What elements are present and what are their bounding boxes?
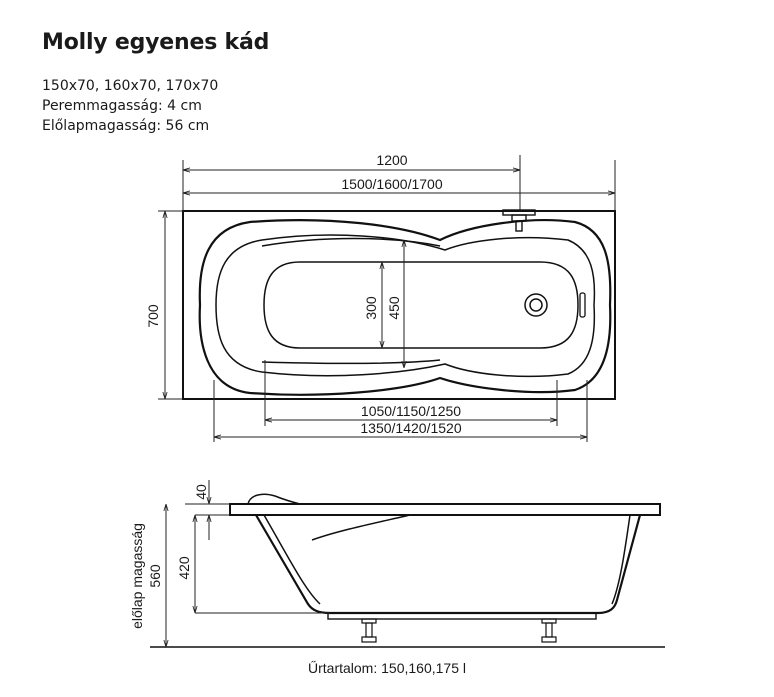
dim-label-total-length: 1500/1600/1700 [341, 176, 442, 192]
side-leg-left [361, 618, 377, 643]
dim-label-basin-length: 1350/1420/1520 [360, 420, 461, 436]
page-title: Molly egyenes kád [42, 30, 270, 55]
panel-height-label: előlap magasság [129, 523, 145, 629]
backrest-line [261, 237, 441, 247]
tub-outer-rim [182, 210, 616, 400]
drain-icon [524, 293, 548, 317]
dim-label-1200: 1200 [376, 152, 407, 168]
tub-basin-middle-outline [215, 234, 596, 378]
volume-footer: Űrtartalom: 150,160,175 l [308, 660, 466, 676]
spec-rim-height: Peremmagasság: 4 cm [42, 98, 202, 114]
dim-label-40: 40 [193, 484, 209, 500]
dim-label-300: 300 [363, 296, 379, 320]
dim-label-700: 700 [145, 304, 161, 328]
faucet-icon [502, 209, 536, 232]
dim-label-450: 450 [386, 296, 402, 320]
dim-label-420: 420 [176, 556, 192, 580]
side-base-frame [327, 612, 597, 620]
dim-label-inner-length: 1050/1150/1250 [361, 403, 461, 419]
top-view: 1200 1500/1600/1700 700 300 [145, 152, 616, 442]
side-inner-line-right [611, 514, 631, 605]
side-leg-right [541, 618, 557, 643]
spec-panel-height: Előlapmagasság: 56 cm [42, 118, 210, 134]
side-view: 40 420 560 előlap magasság [129, 480, 665, 648]
dim-label-560: 560 [147, 564, 163, 588]
side-rim [229, 503, 661, 516]
overflow-icon [579, 292, 586, 318]
side-tub-body [255, 514, 642, 615]
backrest-line-lower [261, 359, 441, 365]
side-inner-line [263, 514, 321, 605]
tub-basin-floor-outline [263, 261, 579, 349]
spec-sizes: 150x70, 160x70, 170x70 [42, 78, 219, 94]
side-backrest-sweep [311, 514, 411, 541]
side-headrest [247, 493, 301, 505]
tub-basin-outer-outline [198, 219, 612, 396]
